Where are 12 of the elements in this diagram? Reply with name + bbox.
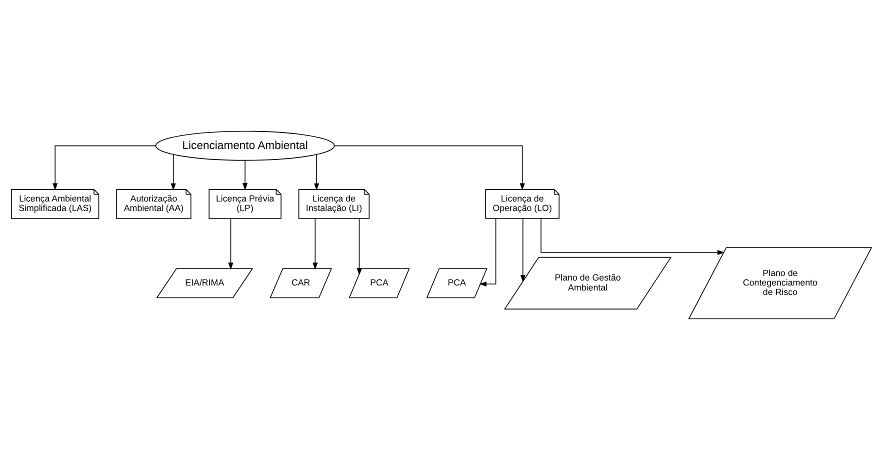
arrow (312, 218, 318, 270)
arrow (520, 218, 526, 282)
arrow (356, 218, 362, 276)
arrow (170, 154, 176, 191)
arrow (540, 218, 725, 256)
arrow (479, 218, 496, 287)
arrow (314, 154, 320, 191)
node-ellipse: Licenciamento Ambiental (155, 130, 335, 161)
arrow (52, 145, 156, 191)
arrow (242, 160, 248, 190)
arrow (228, 218, 234, 270)
arrow (334, 145, 525, 191)
